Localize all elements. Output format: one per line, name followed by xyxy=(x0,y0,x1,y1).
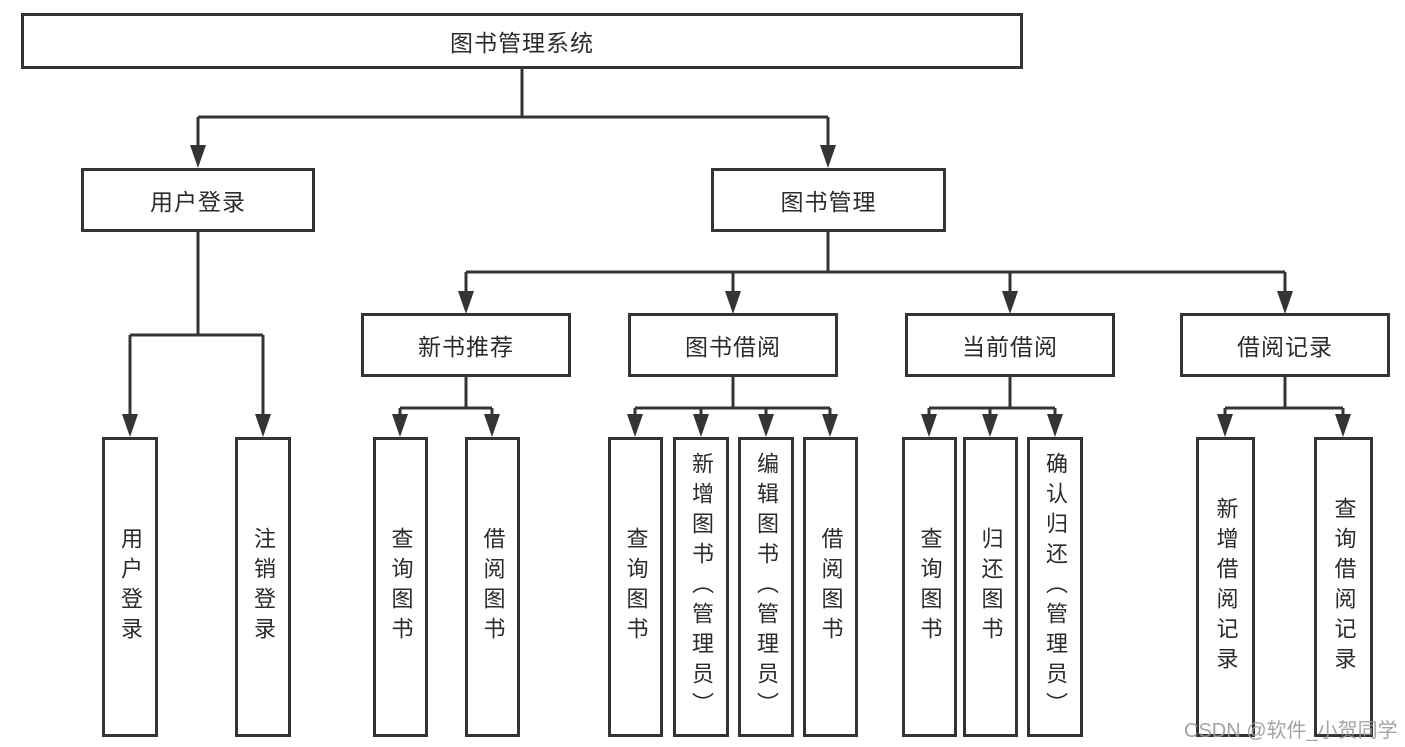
node-book-management: 图书管理 xyxy=(711,168,946,232)
node-borrowing-records: 借阅记录 xyxy=(1180,313,1390,377)
leaf-nbr-borrow-books: 借阅图书 xyxy=(465,437,520,737)
node-library-management-system: 图书管理系统 xyxy=(21,13,1023,69)
node-new-book-recommendation: 新书推荐 xyxy=(361,313,571,377)
leaf-nbr-query-books: 查询图书 xyxy=(373,437,428,737)
arrowheads xyxy=(122,145,1351,437)
leaf-bb-add-books-admin: 新增图书（管理员） xyxy=(673,437,729,737)
node-user-login: 用户登录 xyxy=(81,168,315,232)
leaf-cb-query-books: 查询图书 xyxy=(902,437,957,737)
leaf-bb-edit-books-admin: 编辑图书（管理员） xyxy=(738,437,794,737)
leaf-br-add-borrow-record: 新增借阅记录 xyxy=(1196,437,1255,737)
leaf-cb-confirm-return-admin: 确认归还（管理员） xyxy=(1027,437,1083,737)
leaf-br-query-borrow-record: 查询借阅记录 xyxy=(1314,437,1373,737)
node-current-borrowing: 当前借阅 xyxy=(905,313,1115,377)
leaf-user-login: 用户登录 xyxy=(102,437,158,737)
connector-paths xyxy=(128,69,1345,433)
leaf-logout: 注销登录 xyxy=(235,437,291,737)
leaf-cb-return-books: 归还图书 xyxy=(963,437,1018,737)
leaf-bb-borrow-books: 借阅图书 xyxy=(803,437,858,737)
leaf-bb-query-books: 查询图书 xyxy=(608,437,663,737)
node-book-borrowing: 图书借阅 xyxy=(628,313,838,377)
csdn-watermark: CSDN @软件_小贺同学 xyxy=(1184,720,1398,742)
